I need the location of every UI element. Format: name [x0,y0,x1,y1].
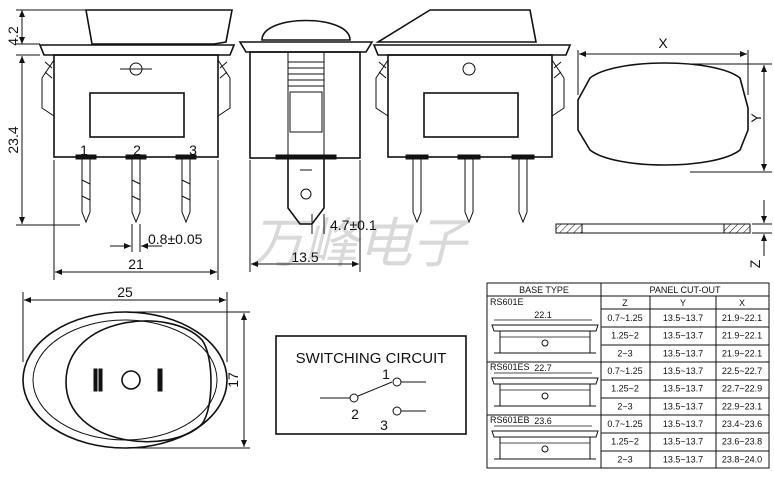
table-sub-y: Y [680,298,686,308]
left-dimension-lines [16,9,219,280]
dim-cut-x: X [658,35,668,51]
table-cell: 23.4~23.6 [722,419,762,429]
dim-pin-width: 0.8±0.05 [148,231,203,247]
table-cell: 13.5~13.7 [663,331,703,341]
table-switch-flange [491,324,599,332]
table-base-type-name: RS601E [490,297,524,307]
side-view [238,19,374,272]
dim-cut-y: Y [748,113,764,123]
table-cell: 1.25~2 [611,331,639,341]
table-cell: 13.5~13.7 [663,419,703,429]
table-header-panel: PANEL CUT-OUT [649,285,721,295]
table-cell: 21.9~22.1 [722,348,762,358]
table-switch-flange [491,377,599,385]
table-cell: 2~3 [617,401,632,411]
pin-label-3: 3 [189,142,197,158]
dim-tab-width: 4.7±0.1 [330,217,377,233]
table-cell: 21.9~22.1 [722,331,762,341]
table-switch-body [499,330,591,354]
dim-cut-z: Z [747,259,763,268]
front-view [38,9,236,224]
table-cell: 13.5~13.7 [663,454,703,464]
table-switch-hole [541,392,549,400]
dim-21: 21 [128,256,144,272]
panel-cutout-view [555,50,772,256]
table-switch-body [499,383,591,407]
table-base-type-name: RS601EB [490,415,530,425]
back-view [372,9,572,224]
table-width-label: 22.7 [534,363,552,373]
table-cell: 22.7~22.9 [722,384,762,394]
pin-label-1: 1 [80,142,88,158]
switching-circuit [275,335,467,435]
table-cell: 0.7~1.25 [607,366,642,376]
table-cell: 1.25~2 [611,437,639,447]
table-cell: 2~3 [617,348,632,358]
table-sub-z: Z [622,298,628,308]
table-cell: 13.5~13.7 [663,313,703,323]
circuit-title: SWITCHING CIRCUIT [296,350,447,367]
table-switch-body [499,436,591,460]
table-switch-hole [541,445,549,453]
circuit-terminal-3: 3 [380,417,388,433]
table-cell: 13.5~13.7 [663,348,703,358]
table-cell: 2~3 [617,454,632,464]
table-cell: 23.6~23.8 [722,437,762,447]
dim-4-2: 4.2 [5,26,21,46]
table-cell: 23.8~24.0 [722,454,762,464]
dim-13-5: 13.5 [291,249,318,265]
pin-label-2: 2 [133,142,141,158]
table-cell: 1.25~2 [611,384,639,394]
table-header-base: BASE TYPE [519,285,569,295]
table-sub-x: X [739,298,745,308]
table-cell: 13.5~13.7 [663,384,703,394]
table-switch-hole [541,339,549,347]
table-width-label: 23.6 [534,416,552,426]
table-cell: 0.7~1.25 [607,419,642,429]
table-cell: 22.5~22.7 [722,366,762,376]
table-cell: 13.5~13.7 [663,401,703,411]
table-cell: 13.5~13.7 [663,366,703,376]
table-cell: 13.5~13.7 [663,437,703,447]
circuit-terminal-2: 2 [351,406,359,422]
table-switch-flange [491,430,599,438]
table-cell: 21.9~22.1 [722,313,762,323]
top-view [22,292,250,449]
circuit-terminal-1: 1 [382,366,390,382]
panel-cutout-table [486,282,770,469]
table-width-label: 22.1 [534,310,552,320]
dim-23-4: 23.4 [5,126,21,153]
table-cell: 0.7~1.25 [607,313,642,323]
table-base-type-name: RS601ES [490,362,530,372]
dim-17: 17 [225,372,241,388]
dim-25: 25 [117,284,133,300]
table-cell: 22.9~23.1 [722,401,762,411]
